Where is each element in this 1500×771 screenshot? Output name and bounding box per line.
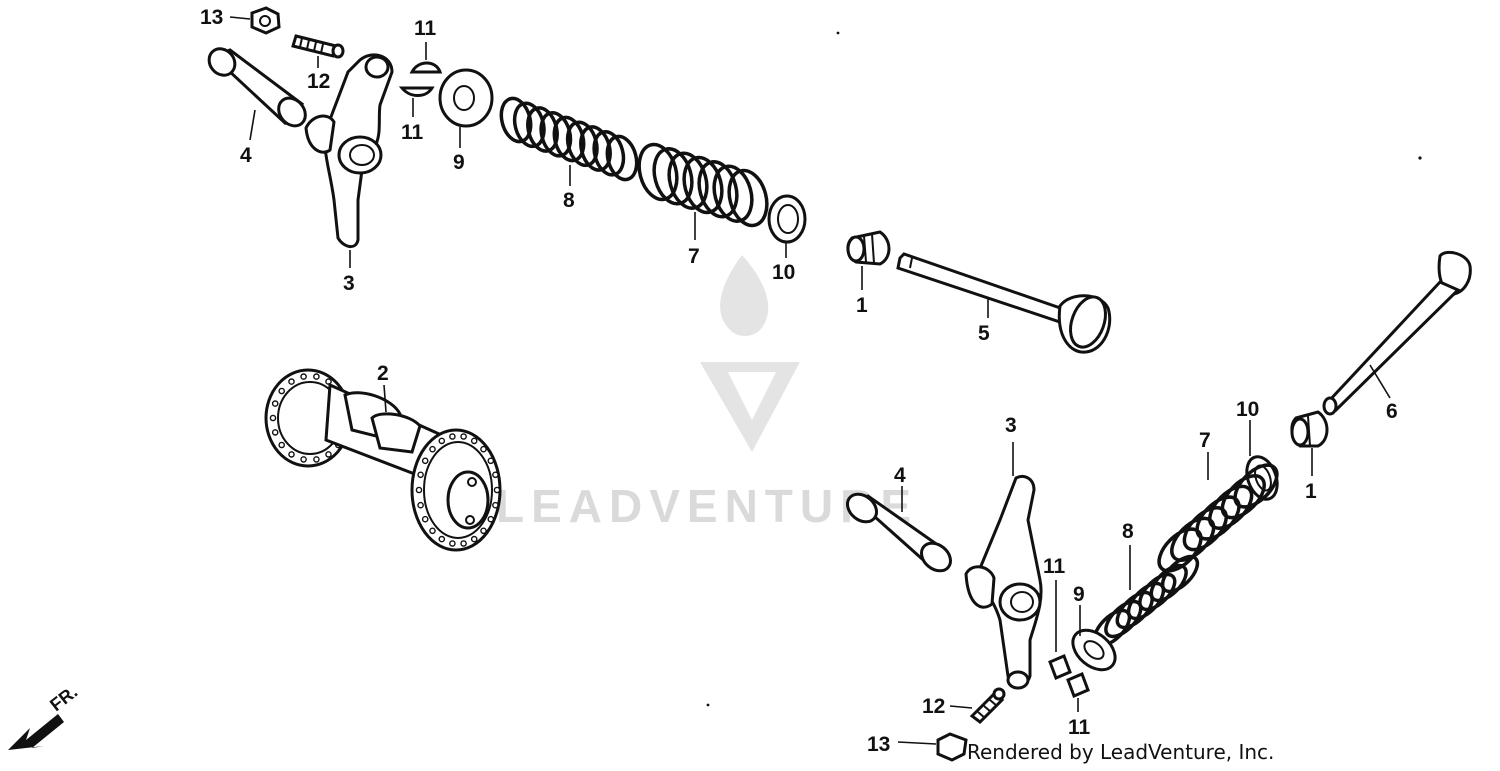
bearing-ball (313, 456, 320, 463)
callout-13-lower: 13 (867, 733, 890, 756)
bearing-ball (460, 433, 467, 440)
adjust-screw-12-lower (969, 687, 1006, 724)
cotter-11-lower-a (1048, 654, 1072, 680)
cotter-11-lower-b (1066, 672, 1090, 698)
watermark-text: LEADVENTURE (496, 480, 918, 532)
callout-7-upper: 7 (688, 245, 700, 268)
camshaft-2 (264, 368, 502, 552)
bearing-ball (460, 540, 467, 547)
spring-coil (605, 134, 639, 182)
bearing-ball (313, 373, 320, 380)
callout-10-lower: 10 (1236, 398, 1259, 421)
inner-spring-8-upper (499, 96, 639, 182)
inner-spring-8-lower (1092, 554, 1200, 648)
spring-seat-10-upper (767, 194, 807, 244)
cotter-11-upper-a (409, 61, 443, 74)
bearing-ball (438, 535, 446, 543)
callout-11-lower-a: 11 (1043, 555, 1066, 578)
callout-8-upper: 8 (563, 189, 575, 212)
callout-1-upper: 1 (856, 294, 868, 317)
bearing-ball (493, 486, 501, 494)
callout-9-upper: 9 (453, 151, 465, 174)
outer-spring-7-upper (637, 142, 769, 228)
spring-coil (1160, 554, 1200, 594)
outer-spring-7-lower (1157, 463, 1279, 573)
callout-6: 6 (1386, 400, 1398, 423)
bearing-ball (470, 437, 478, 445)
bearing-ball (470, 535, 478, 543)
bearing-ball (300, 373, 307, 380)
spring-coil (727, 168, 769, 228)
bearing-ball (300, 456, 307, 463)
bearing-ball (438, 437, 446, 445)
exhaust-valve-5 (896, 252, 1112, 354)
bearing-ball (271, 429, 279, 436)
front-direction-arrow-icon: FR. (8, 682, 81, 750)
spring-coil (1233, 463, 1279, 509)
bearing-ball (269, 414, 277, 422)
rocker-shaft-4-upper (207, 47, 307, 128)
callout-1-lower: 1 (1305, 480, 1317, 503)
callout-3-upper: 3 (343, 272, 355, 295)
spring-retainer-9-upper (438, 68, 494, 128)
bearing-ball (417, 501, 424, 509)
leadventure-watermark: LEADVENTURE (496, 255, 918, 532)
bearing-ball (429, 445, 436, 453)
bearing-ball (288, 451, 295, 458)
callout-2: 2 (377, 362, 389, 385)
bearing-ball (480, 527, 487, 535)
bearing-ball (492, 501, 499, 509)
callout-10-upper: 10 (772, 261, 795, 284)
bearing-ball (492, 471, 499, 479)
rocker-arm-3-lower (964, 475, 1043, 690)
bearing-ball (421, 457, 429, 465)
callout-4-lower: 4 (894, 464, 906, 487)
intake-valve-6 (1322, 250, 1472, 416)
callout-5: 5 (978, 322, 990, 345)
bearing-ball (288, 378, 295, 385)
callout-11-upper-a: 11 (414, 17, 437, 40)
bearing-ball (415, 486, 423, 494)
callout-8-lower: 8 (1122, 520, 1134, 543)
bearing-ball (325, 378, 332, 385)
callout-12-lower: 12 (922, 695, 945, 718)
bearing-ball (278, 441, 286, 449)
render-credit: Rendered by LeadVenture, Inc. (967, 740, 1275, 764)
valve-seal-1-lower (1290, 410, 1329, 448)
callout-11-upper-b: 11 (401, 121, 424, 144)
spring-retainer-9-lower (1071, 628, 1117, 672)
cotter-11-upper-b (398, 86, 435, 97)
bearing-ball (325, 451, 332, 458)
bearing-ball (278, 387, 286, 395)
adjust-screw-12-upper (291, 34, 345, 59)
nut-13-upper (250, 6, 281, 35)
bearing-ball (429, 527, 436, 535)
bearing-ball (417, 471, 424, 479)
callout-3-lower: 3 (1005, 414, 1017, 437)
callout-12-upper: 12 (307, 70, 330, 93)
bearing-ball (449, 433, 456, 440)
bearing-ball (449, 540, 456, 547)
nut-13-lower (936, 732, 968, 762)
callout-13-upper: 13 (200, 6, 223, 29)
callout-7-lower: 7 (1199, 429, 1211, 452)
callout-11-lower-b: 11 (1068, 716, 1091, 739)
rocker-arm-3-upper (304, 53, 394, 248)
front-direction-label: FR. (46, 682, 81, 716)
bearing-ball (421, 515, 429, 523)
bearing-ball (271, 400, 279, 407)
bearing-ball (487, 515, 495, 523)
callout-9-lower: 9 (1073, 583, 1085, 606)
bearing-ball (480, 445, 487, 453)
callout-4-upper: 4 (240, 144, 252, 167)
bearing-ball (487, 457, 495, 465)
valve-seal-1-upper (846, 230, 891, 266)
rocker-shaft-4-lower (846, 492, 952, 573)
